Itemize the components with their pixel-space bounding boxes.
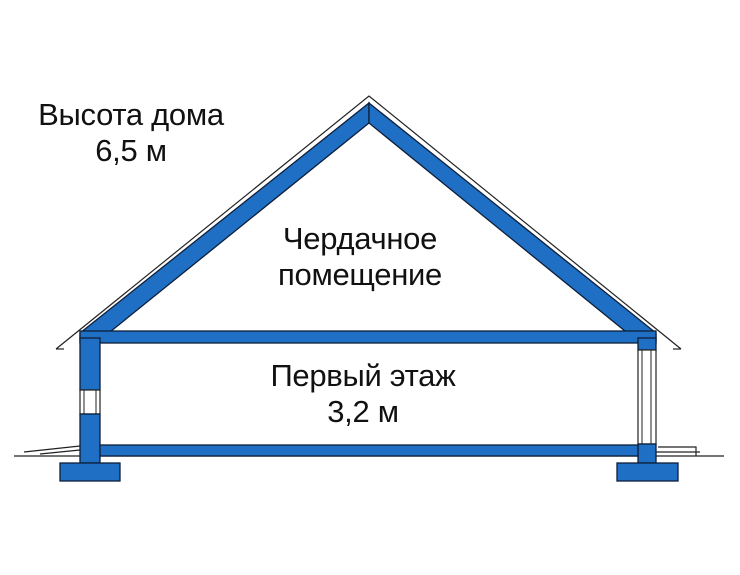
right-window — [637, 349, 657, 445]
attic-label-line2: помещение — [278, 257, 442, 292]
right-foundation — [616, 462, 679, 482]
roof-eaves-outline — [55, 95, 682, 350]
first-floor-label: Первый этаж — [270, 358, 456, 393]
attic-floor-slab — [79, 330, 657, 344]
house-height-title: Высота дома — [38, 97, 224, 132]
house-height-value: 6,5 м — [95, 133, 167, 168]
ground-floor-slab — [99, 444, 639, 457]
first-floor-height: 3,2 м — [327, 394, 399, 429]
left-window — [79, 389, 101, 415]
left-wall — [79, 337, 101, 464]
right-wall — [637, 337, 657, 464]
left-foundation — [59, 462, 121, 482]
attic-label-line1: Чердачное — [282, 221, 438, 256]
